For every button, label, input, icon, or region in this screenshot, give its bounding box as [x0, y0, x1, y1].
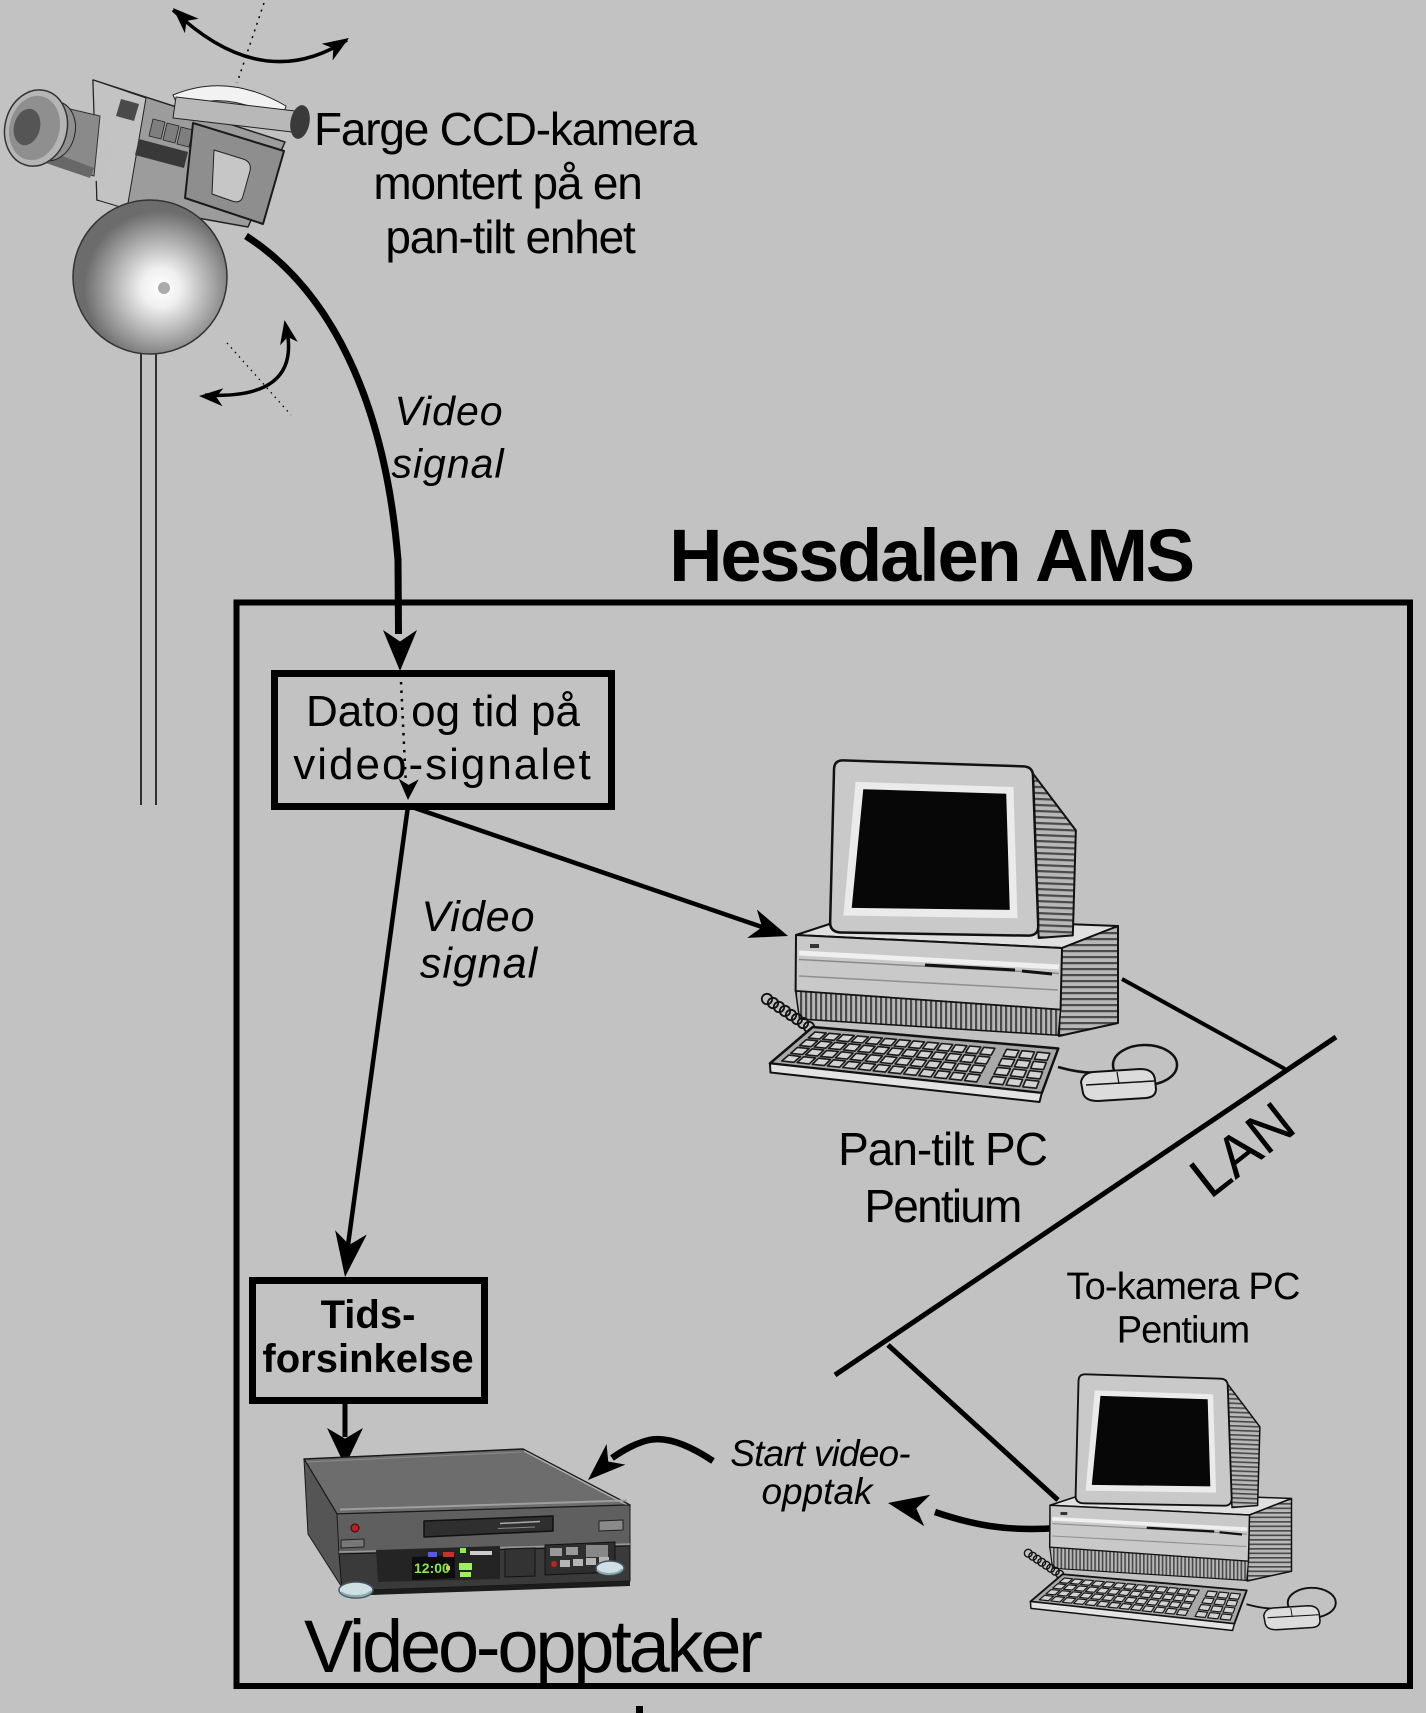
svg-text:video-signalet: video-signalet	[293, 740, 593, 789]
svg-text:Hessdalen AMS: Hessdalen AMS	[669, 514, 1193, 597]
svg-text:Video: Video	[421, 893, 535, 941]
svg-text:opptak: opptak	[761, 1471, 875, 1512]
svg-text:Video: Video	[394, 388, 503, 434]
svg-text:Pentium: Pentium	[1117, 1310, 1249, 1352]
svg-text:signal: signal	[420, 940, 539, 988]
svg-text:signal: signal	[391, 441, 505, 487]
svg-text:Start video-: Start video-	[730, 1433, 910, 1474]
svg-text:Pentium: Pentium	[864, 1180, 1020, 1232]
svg-text:Farge CCD-kamera: Farge CCD-kamera	[314, 103, 698, 155]
svg-text:Video-opptaker: Video-opptaker	[304, 1605, 762, 1688]
svg-text:pan-tilt enhet: pan-tilt enhet	[385, 211, 636, 263]
svg-text:forsinkelse: forsinkelse	[262, 1337, 473, 1381]
svg-text:montert på en: montert på en	[373, 157, 641, 209]
svg-text:To-kamera PC: To-kamera PC	[1066, 1266, 1299, 1308]
svg-text:Pan-tilt PC: Pan-tilt PC	[838, 1123, 1047, 1175]
svg-text:Tids-: Tids-	[321, 1293, 416, 1337]
svg-text:12:00: 12:00	[414, 1560, 450, 1576]
svg-text:Dato og tid på: Dato og tid på	[306, 687, 580, 736]
